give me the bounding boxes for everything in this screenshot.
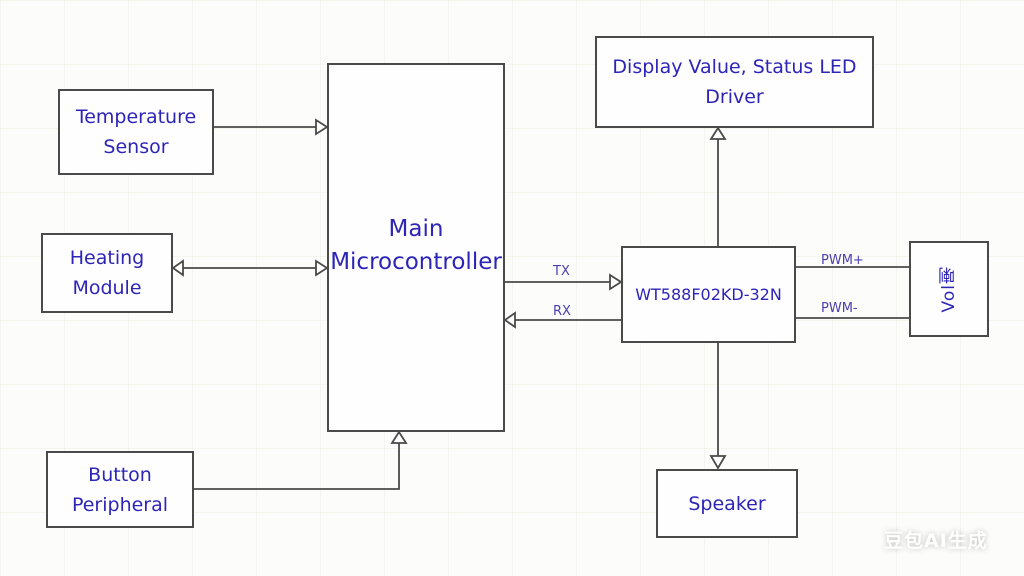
- arrowhead-heating-module: [171, 259, 184, 277]
- output-device-block: Vol喇: [909, 241, 989, 337]
- arrowhead-display: [709, 126, 727, 140]
- signal-label-pwm-plus: PWM+: [821, 253, 864, 268]
- block-label: Main: [388, 215, 444, 242]
- arrowhead-button: [390, 430, 408, 444]
- arrowhead-speaker: [709, 455, 727, 470]
- heating-module-block: Heating Module: [41, 233, 173, 313]
- watermark: 豆包AI生成: [884, 530, 988, 552]
- display-driver-block: Display Value, Status LED Driver: [595, 36, 874, 128]
- block-label: WT588F02KD-32N: [635, 284, 782, 304]
- speaker-block: Speaker: [656, 469, 798, 538]
- block-label: Button: [88, 463, 152, 486]
- arrowhead-heating-mcu: [315, 259, 329, 277]
- block-label: Temperature: [75, 106, 197, 128]
- main-microcontroller-block: Main Microcontroller: [327, 63, 505, 432]
- arrowhead-rx: [503, 311, 516, 329]
- block-label: Vol喇: [939, 265, 959, 313]
- arrowhead-temp: [315, 118, 329, 136]
- button-peripheral-block: Button Peripheral: [46, 451, 194, 528]
- arrowhead-tx: [609, 273, 623, 291]
- block-label: Module: [72, 277, 142, 299]
- wire-button-to-mcu: [193, 443, 400, 490]
- temperature-sensor-block: Temperature Sensor: [58, 89, 214, 175]
- block-label: Sensor: [103, 136, 169, 158]
- signal-label-rx: RX: [553, 304, 571, 319]
- signal-label-tx: TX: [553, 264, 570, 279]
- block-label: Display Value, Status LED: [612, 56, 857, 78]
- block-label: Speaker: [688, 492, 766, 515]
- block-label: Driver: [705, 86, 764, 108]
- block-label: Heating: [69, 247, 145, 269]
- signal-label-pwm-minus: PWM-: [821, 301, 858, 316]
- block-label: Peripheral: [71, 493, 169, 516]
- block-label: Microcontroller: [330, 248, 502, 275]
- voice-chip-block: WT588F02KD-32N: [621, 246, 796, 343]
